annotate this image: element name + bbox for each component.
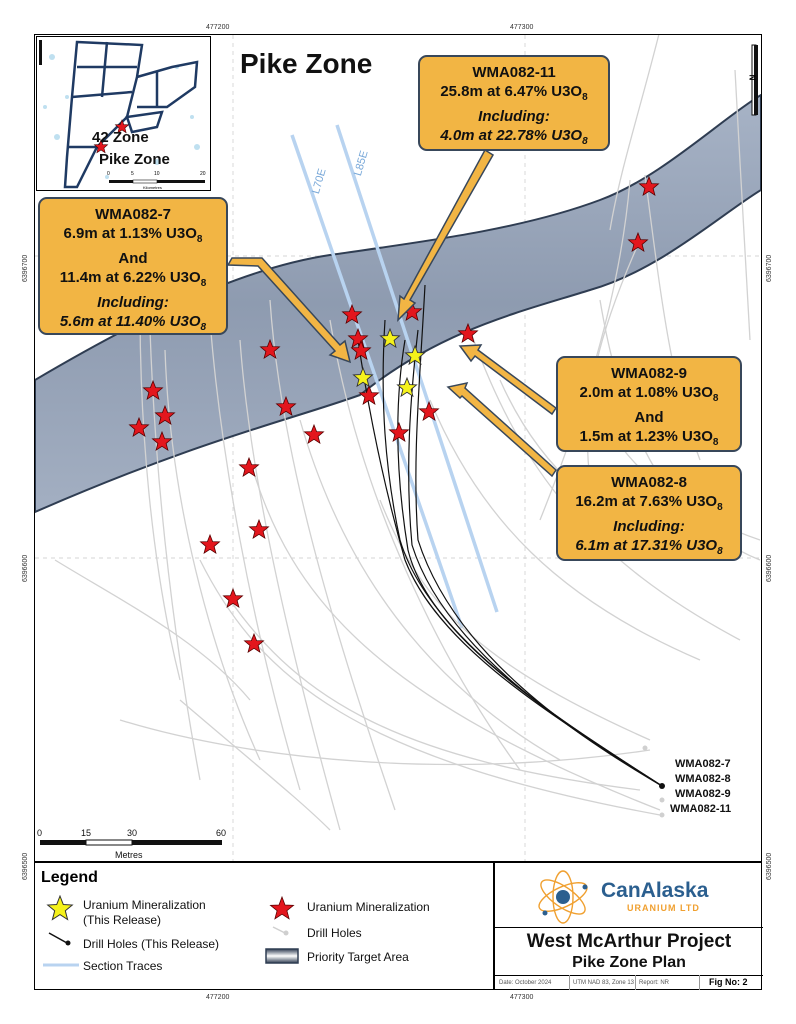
legend-uranium-release: Uranium Mineralization: [83, 898, 206, 912]
coord-left-y2: 6396600: [22, 554, 29, 582]
inset-claims: [63, 40, 199, 189]
legend-title: Legend: [41, 869, 98, 886]
callout-line: Including:: [613, 518, 685, 535]
scale-unit: Metres: [115, 850, 143, 860]
callout-line: 2.0m at 1.08% U: [579, 384, 693, 401]
callout-line: 6.1m at 17.31% U: [575, 537, 698, 554]
coord-right-y1: 6396700: [766, 254, 773, 282]
drill-collar: [659, 783, 665, 789]
callout-wma082-8: WMA082-8 16.2m at 7.63% U3O8 Including: …: [556, 465, 742, 561]
callout-wma082-11: WMA082-11 25.8m at 6.47% U3O8 Including:…: [418, 55, 610, 151]
legend-priority-target: Priority Target Area: [307, 950, 409, 964]
coord-right-y2: 6396600: [766, 554, 773, 582]
coord-right-y3: 6396500: [766, 852, 773, 880]
scale-tick-15: 15: [81, 828, 92, 838]
project-title: West McArthur Project: [526, 931, 732, 952]
callout-arrows: [226, 148, 558, 478]
drill-collars-grey: [642, 745, 665, 818]
legend-section-trace-icon: [43, 963, 79, 967]
meta-report: Report: NR: [639, 980, 670, 986]
plan-title: Pike Zone Plan: [572, 954, 686, 971]
callout-line: Including:: [97, 294, 169, 311]
callout-line: 1.5m at 1.23% U: [579, 428, 693, 445]
company-sub: URANIUM LTD: [627, 903, 700, 913]
legend-uranium-release-sub: (This Release): [83, 913, 162, 927]
callout-hole: WMA082-7: [95, 206, 171, 223]
legend-drill-holes: Drill Holes: [307, 926, 362, 940]
inset-scale-bar: [109, 180, 133, 183]
inset-scale-20: 20: [200, 171, 206, 177]
drill-holes-this-release: [357, 284, 663, 787]
hole-label-wma082-7: WMA082-7: [675, 758, 731, 770]
scale-tick-0: 0: [37, 828, 43, 838]
callout-line: And: [634, 409, 664, 426]
legend-yellow-star-icon: [46, 895, 74, 921]
callout-line: And: [118, 250, 148, 267]
inset-north-arrow: [39, 40, 42, 65]
scale-tick-30: 30: [127, 828, 138, 838]
title-divider: [495, 927, 763, 928]
inset-label-pike-zone: Pike Zone: [99, 151, 170, 168]
meta-projection: UTM NAD 83, Zone 13: [573, 980, 635, 986]
callout-wma082-9: WMA082-9 2.0m at 1.08% U3O8 And 1.5m at …: [556, 356, 742, 452]
legend-red-star-icon: [269, 896, 295, 920]
company-logo-icon: [538, 870, 588, 924]
inset-scale-10: 10: [154, 171, 160, 177]
callout-line: 25.8m at 6.47% U: [440, 83, 563, 100]
company-name: CanAlaska: [601, 879, 709, 902]
callout-line: 11.4m at 6.22% U: [59, 269, 181, 286]
callout-line: Including:: [478, 108, 550, 125]
legend-drill-hole-release-icon: [48, 932, 71, 946]
callout-hole: WMA082-8: [611, 474, 687, 491]
map-frame: [34, 34, 762, 862]
coord-top-x1: 477200: [206, 24, 230, 31]
inset-map: 42 Zone Pike Zone 0 5 10 20 Kilometres: [36, 36, 211, 191]
hole-label-wma082-8: WMA082-8: [675, 773, 731, 785]
coord-left-y3: 6396500: [22, 852, 29, 880]
title-panel: CanAlaska URANIUM LTD West McArthur Proj…: [494, 862, 763, 990]
legend-section-traces: Section Traces: [83, 959, 163, 973]
coord-bottom-x1: 477200: [206, 994, 230, 1001]
callout-line: 6.9m at 1.13% U: [63, 225, 177, 242]
callout-hole: WMA082-11: [472, 64, 556, 81]
callout-line: 4.0m at 22.78% U: [440, 127, 563, 144]
inset-scale-unit: Kilometres: [143, 185, 162, 190]
priority-target-area: [35, 93, 761, 514]
inset-scale-0: 0: [107, 171, 110, 177]
legend-uranium-mineralization: Uranium Mineralization: [307, 900, 430, 914]
historical-drill-holes: [54, 35, 761, 831]
meta-date: Date: October 2024: [499, 980, 552, 986]
callout-line: 16.2m at 7.63% U: [575, 493, 698, 510]
callout-wma082-7: WMA082-7 6.9m at 1.13% U3O8 And 11.4m at…: [38, 197, 228, 335]
inset-lakes: [43, 54, 200, 179]
north-arrow: [751, 44, 758, 116]
meta-divider: [495, 975, 763, 976]
north-label: N: [748, 74, 758, 81]
hole-label-wma082-11: WMA082-11: [670, 803, 732, 815]
meta-fig: Fig No: 2: [709, 977, 748, 987]
coord-top-x2: 477300: [510, 24, 534, 31]
scale-bar: [40, 839, 222, 846]
legend-panel: Legend Uranium Mineralization (This Rele…: [34, 862, 494, 990]
coord-bottom-x2: 477300: [510, 994, 534, 1001]
inset-star-pike-zone: [93, 139, 109, 154]
inset-star-42-zone: [114, 119, 130, 134]
scale-tick-60: 60: [216, 828, 227, 838]
inset-scale-5: 5: [131, 171, 134, 177]
section-traces: [290, 124, 499, 629]
inset-label-42-zone: 42 Zone: [92, 129, 149, 146]
legend-drill-hole-icon: [272, 926, 289, 936]
legend-drill-holes-release: Drill Holes (This Release): [83, 937, 220, 951]
hole-label-wma082-9: WMA082-9: [675, 788, 731, 800]
callout-line: 5.6m at 11.40% U: [59, 313, 181, 330]
legend-priority-target-icon: [265, 948, 299, 964]
coord-left-y1: 6396700: [22, 254, 29, 282]
zone-title: Pike Zone: [240, 48, 373, 79]
callout-hole: WMA082-9: [611, 365, 687, 382]
inset-map-canvas: [37, 37, 210, 190]
